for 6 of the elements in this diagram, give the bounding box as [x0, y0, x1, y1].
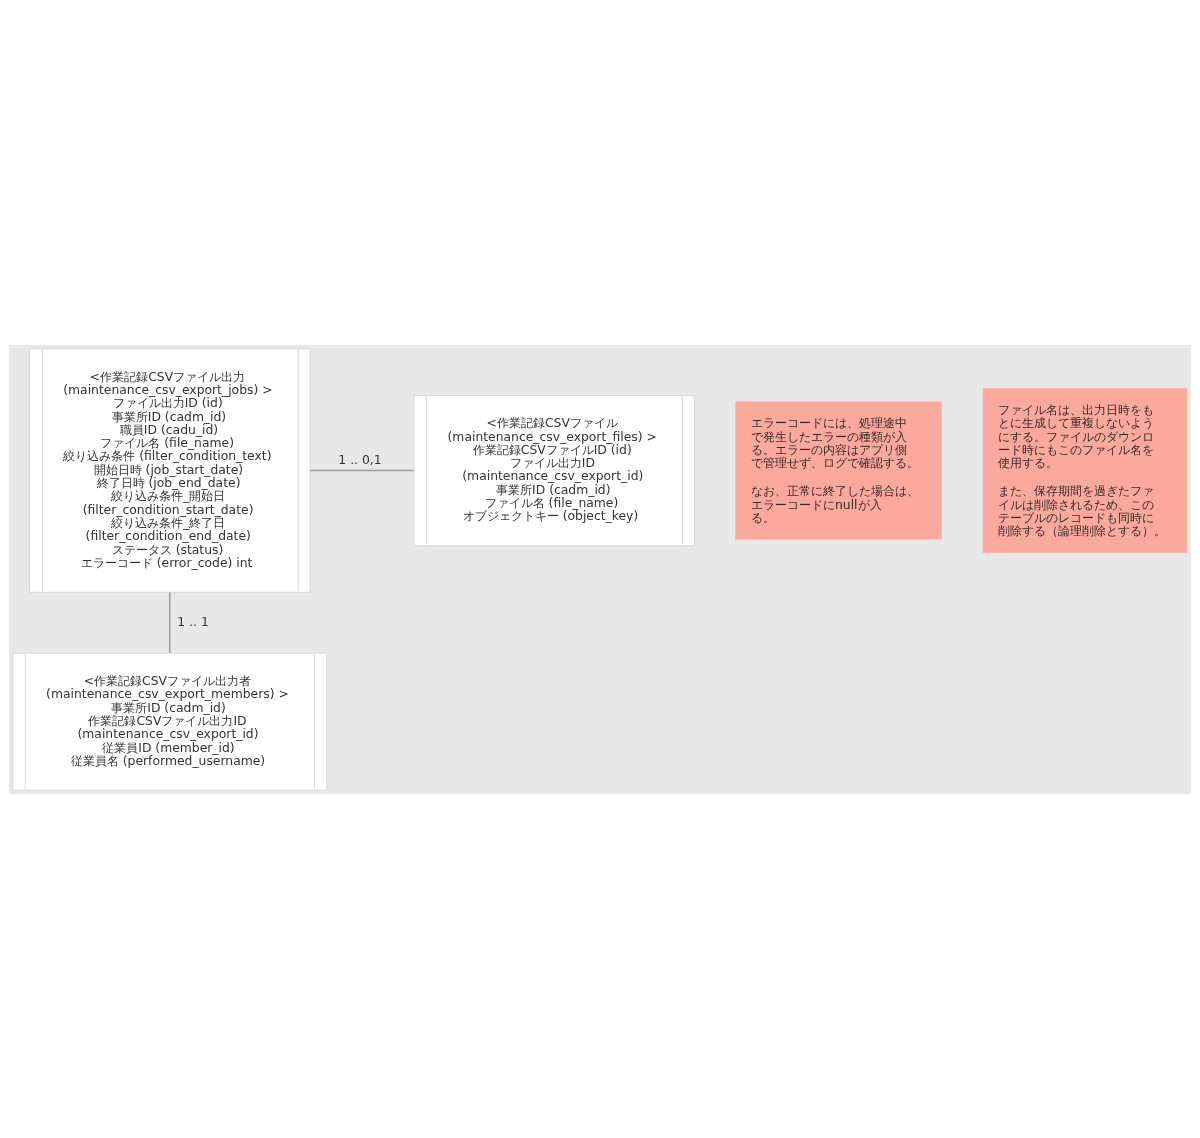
node-box: ファイル名は、出力日時をもとに生成して重複しないようにする。ファイルのダウンロード時にもこのファイル名を使用する。 また、保存期間を過ぎたファイルは削除されるため、このテーブルのレコードも同時に削除する（論理削除とする）。 [982, 387, 1188, 553]
connector [169, 591, 171, 654]
connector [309, 469, 415, 471]
node-box: エラーコードには、処理途中で発生したエラーの種類が入る。エラーの内容はアプリ側で管理せず、ログで確認する。 なお、正常に終了した場合は、エラーコードにnullが入る。 [735, 401, 942, 540]
edge-label: 1 .. 0,1 [338, 452, 382, 467]
edge-label: 1 .. 1 [177, 614, 209, 629]
